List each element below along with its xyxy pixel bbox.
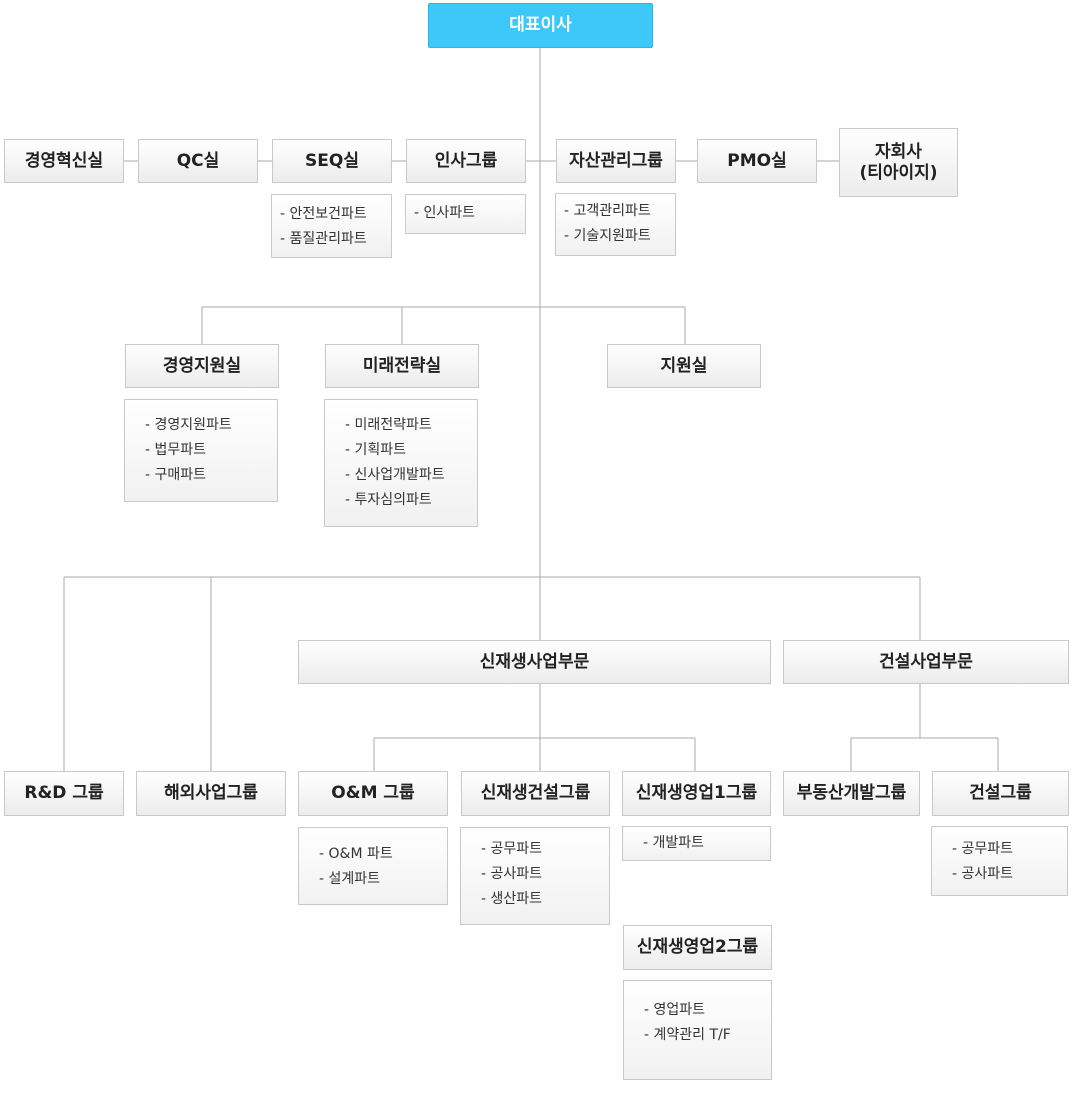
asset-part-item: - 기술지원파트	[564, 228, 651, 244]
rnd-group: R&D 그룹	[4, 771, 124, 816]
construction-division-label: 건설사업부문	[879, 651, 973, 672]
future-strategy-label: 미래전략실	[362, 355, 442, 376]
renewable-sales2-part-item: - 계약관리 T/F	[644, 1027, 731, 1043]
support-office: 지원실	[607, 344, 761, 388]
real-estate-group: 부동산개발그룹	[783, 771, 920, 816]
qc-label: QC실	[176, 150, 220, 171]
renewable-sales1-label: 신재생영업1그룹	[635, 783, 758, 804]
mgmt-support-part-item: - 법무파트	[145, 442, 207, 458]
asset-management-group: 자산관리그룹	[556, 139, 676, 183]
future-strategy-part-item: - 투자심의파트	[345, 492, 432, 508]
mgmt-support-part-item: - 경영지원파트	[145, 417, 232, 433]
om-parts-box: - O&M 파트 - 설계파트	[298, 827, 448, 905]
asset-part-item: - 고객관리파트	[564, 203, 651, 219]
future-strategy-part-item: - 기획파트	[345, 442, 407, 458]
renewable-construction-group: 신재생건설그룹	[461, 771, 610, 816]
subsidiary-label-line1: 자회사	[875, 142, 922, 163]
qc-office: QC실	[138, 139, 258, 183]
seq-part-item: - 안전보건파트	[280, 206, 367, 222]
mgmt-support-office: 경영지원실	[125, 344, 279, 388]
real-estate-label: 부동산개발그룹	[796, 783, 907, 804]
renewable-sales1-group: 신재생영업1그룹	[622, 771, 771, 816]
future-strategy-parts-box: - 미래전략파트 - 기획파트 - 신사업개발파트 - 투자심의파트	[324, 399, 478, 527]
renewable-construction-label: 신재생건설그룹	[480, 783, 591, 804]
seq-office: SEQ실	[272, 139, 392, 183]
asset-parts-box: - 고객관리파트 - 기술지원파트	[555, 193, 676, 256]
mgmt-innovation-label: 경영혁신실	[24, 150, 104, 171]
ceo-label: 대표이사	[509, 15, 572, 36]
pmo-label: PMO실	[727, 150, 787, 171]
renewable-sales2-label: 신재생영업2그룹	[636, 937, 759, 958]
seq-label: SEQ실	[305, 150, 359, 171]
construction-parts-box: - 공무파트 - 공사파트	[931, 826, 1068, 896]
overseas-group-label: 해외사업그룹	[164, 783, 258, 804]
pmo-office: PMO실	[697, 139, 817, 183]
mgmt-support-parts-box: - 경영지원파트 - 법무파트 - 구매파트	[124, 399, 278, 502]
construction-division: 건설사업부문	[783, 640, 1069, 684]
renewable-sales2-part-item: - 영업파트	[644, 1002, 706, 1018]
support-label: 지원실	[660, 355, 708, 376]
hr-parts-box: - 인사파트	[405, 194, 526, 234]
seq-part-item: - 품질관리파트	[280, 231, 367, 247]
seq-parts-box: - 안전보건파트 - 품질관리파트	[271, 194, 392, 258]
rnd-group-label: R&D 그룹	[24, 783, 104, 804]
mgmt-innovation-office: 경영혁신실	[4, 139, 124, 183]
hr-group-label: 인사그룹	[434, 150, 498, 171]
hr-part-item: - 인사파트	[414, 205, 476, 221]
renewable-division-label: 신재생사업부문	[479, 651, 590, 672]
hr-group: 인사그룹	[406, 139, 526, 183]
subsidiary-label-line2: (티아이지)	[859, 162, 938, 183]
om-part-item: - O&M 파트	[319, 846, 393, 862]
renewable-division: 신재생사업부문	[298, 640, 771, 684]
renewable-construction-part-item: - 공무파트	[481, 841, 543, 857]
asset-group-label: 자산관리그룹	[569, 150, 663, 171]
subsidiary-box: 자회사 (티아이지)	[839, 128, 958, 197]
om-part-item: - 설계파트	[319, 871, 381, 887]
construction-part-item: - 공무파트	[952, 841, 1014, 857]
future-strategy-office: 미래전략실	[325, 344, 479, 388]
construction-group: 건설그룹	[932, 771, 1069, 816]
renewable-sales1-part-item: - 개발파트	[643, 835, 705, 851]
ceo-box: 대표이사	[428, 3, 653, 48]
mgmt-support-label: 경영지원실	[162, 355, 242, 376]
renewable-sales2-parts-box: - 영업파트 - 계약관리 T/F	[623, 980, 772, 1080]
future-strategy-part-item: - 신사업개발파트	[345, 467, 445, 483]
renewable-construction-part-item: - 생산파트	[481, 891, 543, 907]
overseas-group: 해외사업그룹	[136, 771, 286, 816]
construction-group-label: 건설그룹	[969, 783, 1032, 804]
renewable-construction-parts-box: - 공무파트 - 공사파트 - 생산파트	[460, 827, 610, 925]
construction-part-item: - 공사파트	[952, 866, 1014, 882]
om-group: O&M 그룹	[298, 771, 448, 816]
renewable-sales2-group: 신재생영업2그룹	[623, 925, 772, 970]
renewable-sales1-parts-box: - 개발파트	[622, 826, 771, 861]
om-group-label: O&M 그룹	[331, 783, 415, 804]
mgmt-support-part-item: - 구매파트	[145, 467, 207, 483]
renewable-construction-part-item: - 공사파트	[481, 866, 543, 882]
future-strategy-part-item: - 미래전략파트	[345, 417, 432, 433]
